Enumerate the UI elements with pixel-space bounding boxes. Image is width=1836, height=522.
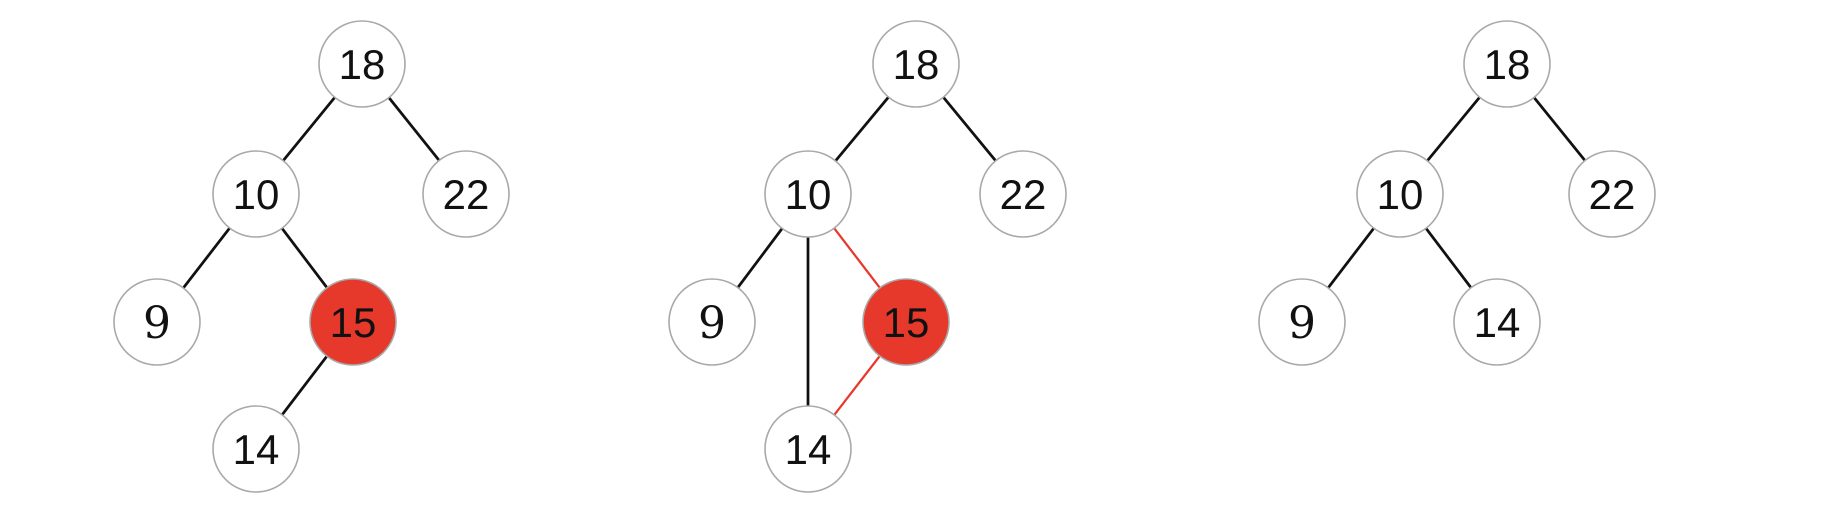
node-label-15: 15 bbox=[883, 299, 930, 346]
node-14 bbox=[1453, 278, 1541, 366]
node-15-highlighted bbox=[862, 278, 950, 366]
node-9 bbox=[113, 278, 201, 366]
node-10 bbox=[764, 150, 852, 238]
node-label-14: 14 bbox=[233, 426, 280, 473]
node-label-10: 10 bbox=[1377, 171, 1424, 218]
tree-step-2: 18 10 22 9 15 14 bbox=[668, 20, 1067, 493]
node-label-14: 14 bbox=[785, 426, 832, 473]
node-label-18: 18 bbox=[893, 41, 940, 88]
node-label-22: 22 bbox=[443, 171, 490, 218]
node-label-18: 18 bbox=[339, 41, 386, 88]
node-9 bbox=[668, 278, 756, 366]
node-label-10: 10 bbox=[785, 171, 832, 218]
node-label-10: 10 bbox=[233, 171, 280, 218]
node-15-highlighted bbox=[309, 278, 397, 366]
node-label-9: 9 bbox=[698, 298, 726, 349]
node-14 bbox=[212, 405, 300, 493]
node-label-18: 18 bbox=[1484, 41, 1531, 88]
node-label-15: 15 bbox=[330, 299, 377, 346]
node-label-22: 22 bbox=[1000, 171, 1047, 218]
node-22 bbox=[422, 150, 510, 238]
tree-step-1: 18 10 22 9 15 14 bbox=[113, 20, 510, 493]
node-label-14: 14 bbox=[1474, 299, 1521, 346]
node-22 bbox=[979, 150, 1067, 238]
node-label-9: 9 bbox=[1288, 298, 1316, 349]
node-18 bbox=[318, 20, 406, 108]
node-18 bbox=[1463, 20, 1551, 108]
node-22 bbox=[1568, 150, 1656, 238]
node-14 bbox=[764, 405, 852, 493]
node-18 bbox=[872, 20, 960, 108]
node-10 bbox=[212, 150, 300, 238]
node-9 bbox=[1258, 278, 1346, 366]
tree-step-3: 18 10 22 9 14 bbox=[1258, 20, 1656, 366]
node-label-9: 9 bbox=[143, 298, 171, 349]
node-label-22: 22 bbox=[1589, 171, 1636, 218]
node-10 bbox=[1356, 150, 1444, 238]
